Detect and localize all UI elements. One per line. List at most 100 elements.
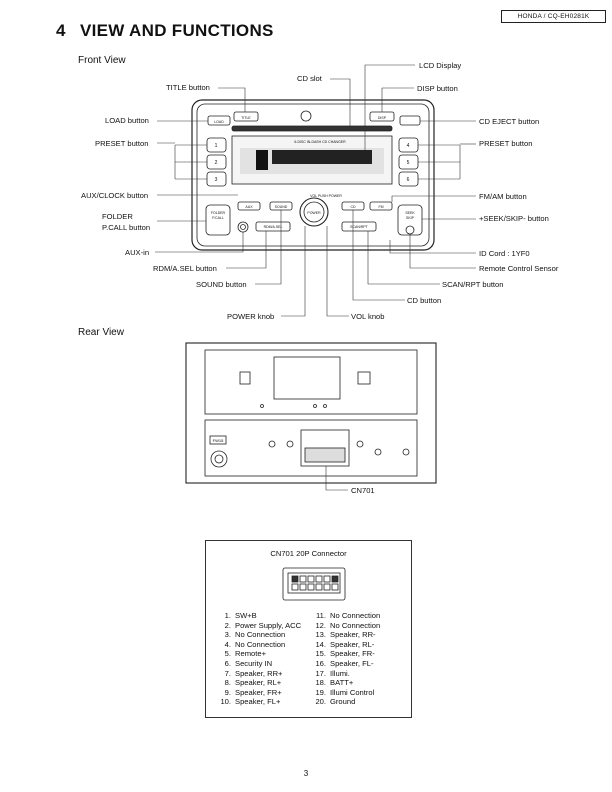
- device-rdm-text: RDM/A.SEL: [264, 225, 283, 229]
- lbl-vol-knob: VOL knob: [351, 312, 385, 321]
- rear-antenna-jack: [210, 450, 228, 468]
- pin-number: 7.: [224, 668, 231, 678]
- pin-function: Illumi Control: [330, 687, 375, 697]
- device-vol-text: VOL PUSH POWER: [310, 194, 342, 198]
- pin-row: 5. Remote+: [218, 649, 301, 659]
- lbl-preset-right: PRESET button: [479, 139, 533, 148]
- pin-function: Speaker, FL-: [330, 658, 374, 668]
- pin-number: 17.: [315, 668, 326, 678]
- pin-row: 16. Speaker, FL-: [313, 659, 380, 669]
- lbl-cn701: CN701: [351, 486, 375, 495]
- page-number: 3: [303, 769, 309, 778]
- pin-row: 15. Speaker, FR-: [313, 649, 380, 659]
- pin-row: 9. Speaker, FR+: [218, 688, 301, 698]
- pin-number: 13.: [315, 630, 326, 640]
- device-changer-text: 6-DISC IN-DASH CD CHANGER: [294, 140, 346, 144]
- pin-row: 7. Speaker, RR+: [218, 669, 301, 679]
- lbl-lcd-display: LCD Display: [419, 61, 462, 70]
- preset-l2: 2: [215, 160, 218, 166]
- pin-number: 1.: [224, 611, 231, 620]
- pin-function: Speaker, RR+: [235, 668, 283, 678]
- pin-function: Speaker, FR+: [235, 687, 282, 697]
- aux-button-shape: [237, 201, 261, 211]
- device-scan-text: SCAN/RPT: [350, 225, 369, 229]
- preset-r5: 5: [407, 160, 410, 166]
- eject-button-shape: [399, 115, 421, 126]
- pin-function: No Connection: [235, 639, 286, 649]
- pin-row: 18.BATT+: [313, 678, 380, 688]
- folder-rocker: [205, 204, 231, 236]
- pin-row: 17.Illumi.: [313, 669, 380, 679]
- load-button-shape: [207, 115, 231, 126]
- pin-function: Speaker, FL+: [235, 697, 281, 707]
- pin-function: Speaker, RL+: [235, 678, 282, 688]
- pin-number: 6.: [224, 658, 231, 668]
- lbl-seek-skip-button: +SEEK/SKIP- button: [479, 214, 549, 223]
- pin-number: 8.: [224, 678, 231, 688]
- pin-row: 8. Speaker, RL+: [218, 678, 301, 688]
- lbl-disp-button: DISP button: [417, 84, 458, 93]
- pin-number: 14.: [315, 639, 326, 649]
- pin-row: 10. Speaker, FL+: [218, 697, 301, 707]
- pin-function: Speaker, FR-: [330, 649, 375, 659]
- pin-number: 12.: [315, 620, 326, 630]
- preset-r4: 4: [407, 143, 410, 149]
- section-title-text: VIEW AND FUNCTIONS: [80, 21, 274, 40]
- device-power-text: POWER: [307, 211, 321, 215]
- pin-row: 13. Speaker, RR-: [313, 630, 380, 640]
- lbl-scan-rpt-button: SCAN/RPT button: [442, 280, 504, 289]
- lbl-rdm-asel-button: RDM/A.SEL button: [153, 264, 217, 273]
- device-sound-text: SOUND: [275, 205, 288, 209]
- lbl-folder-line1: FOLDER: [102, 212, 133, 221]
- device-skip-text: SKIP: [406, 216, 415, 220]
- pin-number: 9.: [224, 687, 231, 697]
- pin-function: No Connection: [330, 611, 381, 620]
- pin-function: Security IN: [235, 658, 273, 668]
- pin-number: 5.: [224, 649, 231, 659]
- connector-title: CN701 20P Connector: [270, 549, 347, 558]
- lbl-fm-am-button: FM/AM button: [479, 192, 527, 201]
- power-vol-knob: [299, 197, 329, 227]
- lbl-sound-button: SOUND button: [196, 280, 247, 289]
- pin-number: 16.: [315, 658, 326, 668]
- front-panel-frame: [191, 99, 435, 251]
- pin-function: Power Supply, ACC: [235, 620, 302, 630]
- connector-icon: [282, 567, 346, 601]
- preset-l1: 1: [215, 143, 218, 149]
- pin-number: 11.: [316, 611, 326, 620]
- pin-number: 18.: [315, 678, 326, 688]
- preset-l3: 3: [215, 177, 218, 183]
- lbl-aux-in: AUX-in: [125, 248, 150, 257]
- pin-number: 10.: [220, 697, 231, 707]
- section-number: 4: [56, 21, 66, 40]
- remote-sensor: [405, 225, 415, 235]
- device-cd-text: CD: [350, 205, 356, 209]
- pin-row: 3.No Connection: [218, 630, 301, 640]
- lbl-remote-sensor: Remote Control Sensor: [479, 264, 559, 273]
- aux-in-jack: [237, 221, 249, 233]
- pin-number: 20.: [315, 697, 326, 707]
- lbl-preset-left: PRESET button: [95, 139, 149, 148]
- pin-function: Speaker, RR-: [330, 630, 376, 640]
- cd-slot: [231, 125, 393, 132]
- pin-number: 15.: [315, 649, 326, 659]
- device-title-text: TITLE: [241, 116, 251, 120]
- pin-number: 19.: [315, 687, 326, 697]
- rear-view-drawing: [185, 342, 437, 484]
- lbl-cd-eject-button: CD EJECT button: [479, 117, 540, 126]
- device-aux-text: AUX: [245, 205, 253, 209]
- rear-cn701-socket: [300, 429, 350, 467]
- lbl-cd-slot: CD slot: [297, 74, 322, 83]
- lbl-load-button: LOAD button: [105, 116, 149, 125]
- front-view-heading: Front View: [78, 55, 126, 66]
- lbl-cd-button: CD button: [407, 296, 442, 305]
- pin-function: Remote+: [235, 649, 267, 659]
- pin-row: 1.SW+B: [218, 611, 301, 621]
- front-panel-inner: [196, 103, 430, 247]
- lbl-aux-clock-button: AUX/CLOCK button: [81, 191, 149, 200]
- lbl-folder-line2: P.CALL button: [102, 223, 151, 232]
- pin-row: 20.Ground: [313, 697, 380, 707]
